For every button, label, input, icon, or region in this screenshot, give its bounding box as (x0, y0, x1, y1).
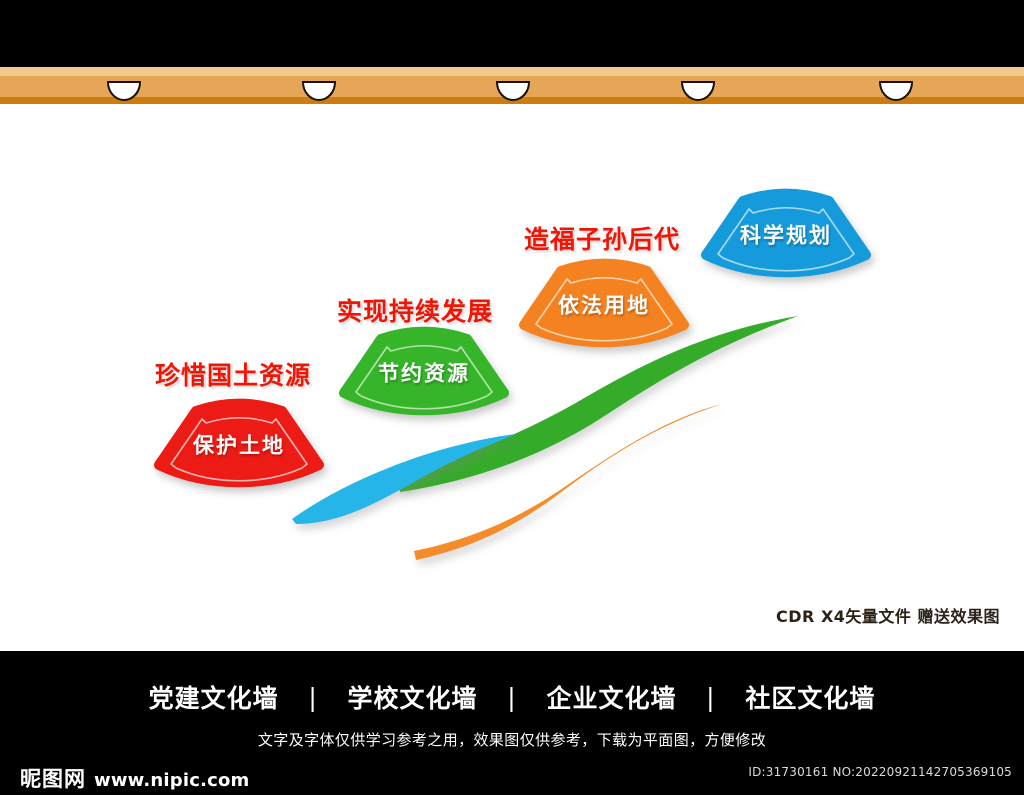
fan-badge-scientific-planning[interactable]: 科学规划 (700, 188, 872, 282)
step-label-save-resources: 实现持续发展 (337, 297, 494, 326)
orange-ribbon-path (414, 404, 722, 560)
footer-nav-separator: | (507, 683, 517, 712)
top-black-band (0, 0, 1024, 67)
asset-id-text: ID:31730161 NO:20220921142705369105 (748, 765, 1012, 779)
footer-nav-item-school[interactable]: 学校文化墙 (347, 684, 478, 713)
site-branding[interactable]: 昵图网 www.nipic.com (20, 763, 250, 793)
lamp-rail (0, 67, 1024, 104)
fan-badge-save-resources[interactable]: 节约资源 (338, 326, 510, 420)
cdr-format-note: CDR X4矢量文件 赠送效果图 (776, 607, 1000, 626)
fan-badge-protect-land[interactable]: 保护土地 (153, 398, 325, 492)
footer-nav-item-community[interactable]: 社区文化墙 (745, 684, 876, 713)
blue-ribbon-path (292, 434, 516, 524)
fan-badge-inner-outline (170, 417, 308, 482)
footer-nav-separator: | (308, 683, 318, 712)
footer-nav-separator: | (706, 683, 716, 712)
fan-badge-inner-outline (355, 345, 493, 410)
brand-name-cn: 昵图网 (20, 767, 86, 791)
fan-badge-inner-outline (535, 277, 673, 342)
footer-black-band: 党建文化墙 | 学校文化墙 | 企业文化墙 | 社区文化墙 文字及字体仅供学习参… (0, 651, 1024, 795)
fan-badge-lawful-land-use[interactable]: 依法用地 (518, 258, 690, 352)
footer-disclaimer: 文字及字体仅供学习参考之用，效果图仅供参考，下载为平面图，方便修改 (257, 731, 767, 749)
step-label-protect-land: 珍惜国土资源 (155, 361, 312, 390)
footer-nav-item-enterprise[interactable]: 企业文化墙 (546, 684, 677, 713)
footer-category-nav: 党建文化墙 | 学校文化墙 | 企业文化墙 | 社区文化墙 (0, 679, 1024, 715)
fan-badge-inner-outline (717, 207, 855, 272)
footer-nav-item-party[interactable]: 党建文化墙 (148, 684, 279, 713)
brand-url[interactable]: www.nipic.com (94, 770, 250, 791)
rail-highlight-strip (0, 67, 1024, 76)
step-label-lawful-land-use: 造福子孙后代 (524, 225, 681, 254)
